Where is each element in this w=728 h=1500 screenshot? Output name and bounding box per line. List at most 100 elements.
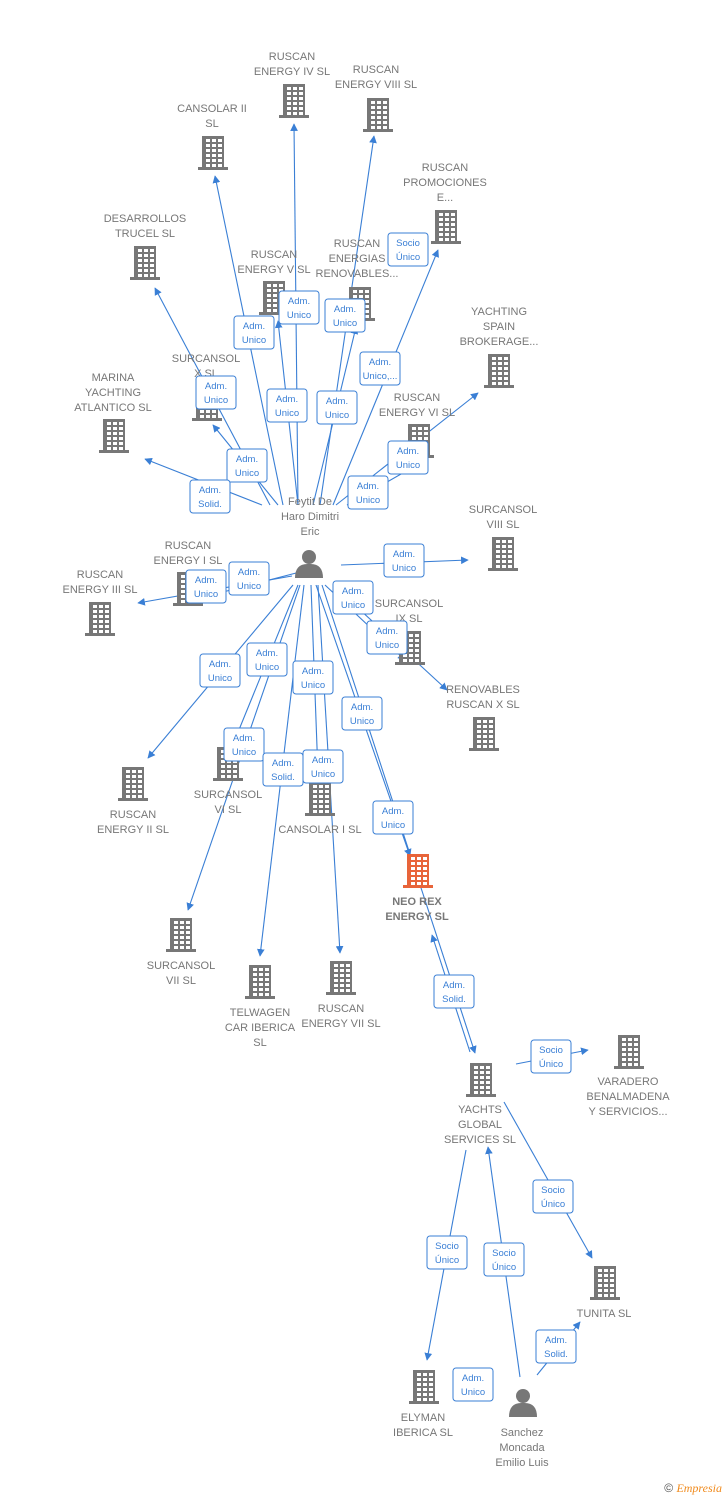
relation-box bbox=[535, 1329, 577, 1364]
node-label-line: RUSCAN bbox=[353, 64, 400, 76]
building-icon bbox=[245, 965, 275, 999]
node-label-line: RUSCAN bbox=[77, 569, 124, 581]
relation-label[interactable]: Adm. Solid. bbox=[262, 752, 304, 787]
building-icon bbox=[326, 961, 356, 995]
node-label-line: ENERGY V SL bbox=[237, 264, 310, 276]
company-node[interactable]: TUNITA SL bbox=[577, 1266, 632, 1320]
relation-box bbox=[433, 974, 475, 1009]
relation-label[interactable]: Adm.Unico bbox=[332, 580, 374, 615]
relation-label[interactable]: Adm.Unico bbox=[302, 749, 344, 784]
relation-label[interactable]: Adm.Unico bbox=[233, 315, 275, 350]
relation-text: Único bbox=[396, 252, 420, 263]
relation-label[interactable]: Adm.Unico bbox=[366, 620, 408, 655]
relation-label[interactable]: Adm.Solid. bbox=[535, 1329, 577, 1364]
building-icon bbox=[431, 210, 461, 244]
company-node[interactable]: YACHTINGSPAINBROKERAGE... bbox=[460, 306, 539, 388]
node-label-line: VII SL bbox=[166, 975, 196, 987]
relation-label[interactable]: Adm.Unico bbox=[383, 543, 425, 578]
node-label-line: RUSCAN bbox=[422, 162, 469, 174]
relation-text: Unico bbox=[242, 335, 266, 346]
relation-text: Socio bbox=[539, 1045, 563, 1056]
relation-label[interactable]: Adm.Unico bbox=[347, 475, 389, 510]
relation-text: Solid. bbox=[271, 772, 295, 783]
relation-text: Unico bbox=[461, 1387, 485, 1398]
relation-label[interactable]: Adm.Unico bbox=[199, 653, 241, 688]
company-node[interactable]: RUSCANENERGIASRENOVABLES... bbox=[316, 238, 399, 321]
brand-logo-text: Empresia bbox=[676, 1481, 722, 1495]
company-node[interactable]: NEO REX ENERGY SL bbox=[385, 854, 449, 923]
relation-text: Unico bbox=[208, 673, 232, 684]
relation-text: Adm. bbox=[393, 549, 415, 560]
relation-label[interactable]: Adm.Unico bbox=[324, 298, 366, 333]
person-icon bbox=[295, 550, 323, 578]
relation-label[interactable]: Adm.Unico bbox=[278, 290, 320, 325]
relation-label[interactable]: Adm.Unico bbox=[266, 388, 308, 423]
building-icon bbox=[130, 246, 160, 280]
node-label-line: TUNITA SL bbox=[577, 1308, 632, 1320]
node-label-line: PROMOCIONES bbox=[403, 177, 487, 189]
node-label-line: NEO REX bbox=[392, 896, 442, 908]
relation-box bbox=[246, 642, 288, 677]
node-label-line: ENERGY SL bbox=[385, 911, 449, 923]
relation-label[interactable]: Adm.Solid. bbox=[433, 974, 475, 1009]
relation-text: Adm. bbox=[238, 567, 260, 578]
relation-label[interactable]: Adm.Unico bbox=[452, 1367, 494, 1402]
relation-label[interactable]: Adm.Unico bbox=[195, 375, 237, 410]
relation-label[interactable]: Adm.Unico bbox=[185, 569, 227, 604]
relation-text: Unico bbox=[356, 495, 380, 506]
relation-text: Adm. bbox=[272, 758, 294, 769]
relation-text: Solid. bbox=[442, 994, 466, 1005]
node-label-line: ENERGIAS bbox=[329, 253, 386, 265]
relation-label[interactable]: Adm.Unico bbox=[228, 561, 270, 596]
node-label-line: ENERGY II SL bbox=[97, 824, 169, 836]
node-label-line: SURCANSOL bbox=[375, 598, 443, 610]
relation-label[interactable]: Adm.Unico bbox=[292, 660, 334, 695]
relation-label[interactable]: Adm.Unico,... bbox=[359, 351, 401, 386]
node-label-line: RUSCAN bbox=[110, 809, 157, 821]
relation-label[interactable]: Adm.Unico bbox=[246, 642, 288, 677]
relation-text: Adm. bbox=[199, 485, 221, 496]
relation-text: Unico bbox=[381, 820, 405, 831]
relation-label[interactable]: Adm.Unico bbox=[341, 696, 383, 731]
relation-label[interactable]: Adm.Unico bbox=[223, 727, 265, 762]
relation-box bbox=[226, 448, 268, 483]
relation-text: Adm. bbox=[326, 396, 348, 407]
relation-label[interactable]: Adm.Unico bbox=[387, 440, 429, 475]
relation-label[interactable]: Adm. Solid. bbox=[189, 479, 231, 514]
relation-box bbox=[228, 561, 270, 596]
relation-text: Adm. bbox=[342, 586, 364, 597]
relation-label[interactable]: Adm.Unico bbox=[372, 800, 414, 835]
relation-text: Unico bbox=[255, 662, 279, 673]
company-node[interactable]: CANSOLAR I SL bbox=[278, 782, 362, 836]
relation-text: Solid. bbox=[198, 499, 222, 510]
company-node[interactable]: RUSCAN ENERGY II SL bbox=[97, 767, 169, 836]
relation-box bbox=[233, 315, 275, 350]
relation-label[interactable]: Adm.Unico bbox=[226, 448, 268, 483]
relation-text: Unico bbox=[350, 716, 374, 727]
company-node[interactable]: RUSCANPROMOCIONESE... bbox=[403, 162, 487, 244]
relation-label[interactable]: Adm.Unico bbox=[316, 390, 358, 425]
